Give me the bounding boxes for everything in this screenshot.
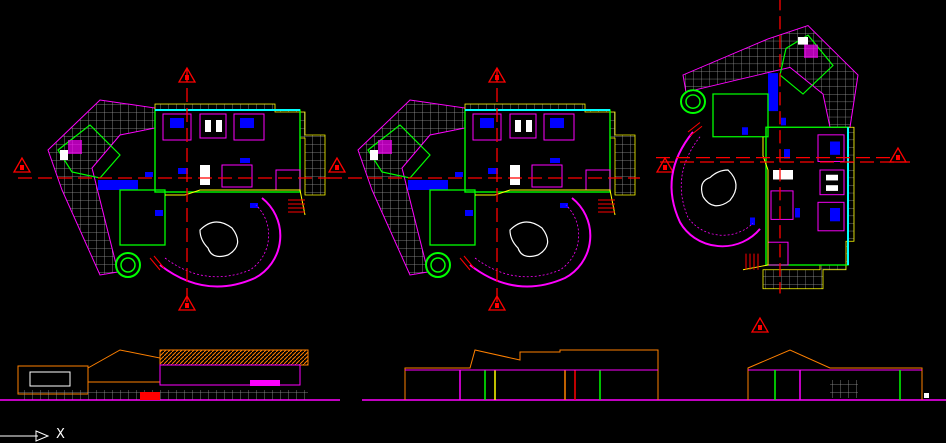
ucs-arrow-icon xyxy=(0,430,50,442)
floor-plan-3 xyxy=(649,0,910,333)
elevation-front xyxy=(0,349,340,401)
section-marker-icon xyxy=(328,157,346,173)
elevation-side xyxy=(362,349,946,401)
section-marker-icon xyxy=(13,157,31,173)
floor-plan-1 xyxy=(13,67,331,311)
elevation-rear xyxy=(747,349,929,400)
section-marker-icon xyxy=(751,317,769,333)
section-marker-icon xyxy=(656,157,674,173)
ucs-x-axis-label: X xyxy=(56,427,65,442)
section-marker-icon xyxy=(889,147,907,163)
floor-plan-2 xyxy=(327,67,674,311)
